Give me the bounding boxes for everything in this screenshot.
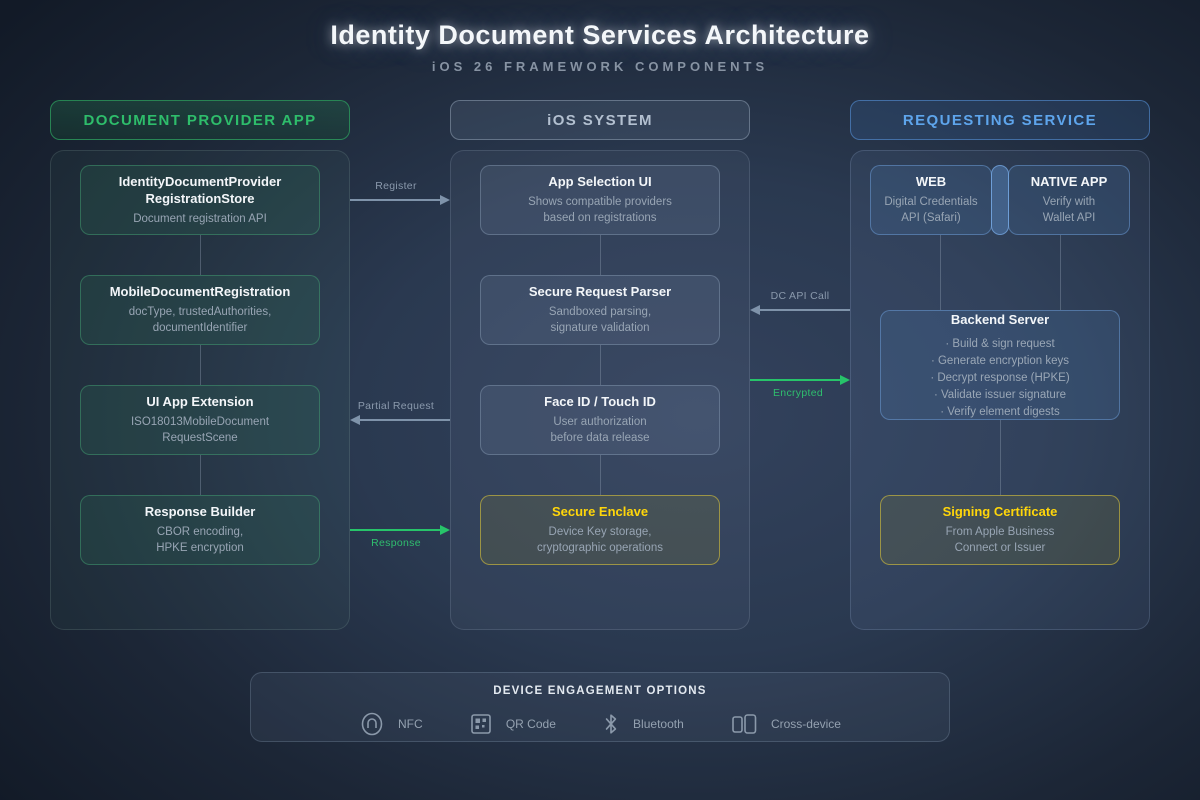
column-header-ios: iOS SYSTEM (450, 100, 750, 140)
connector-line (200, 345, 201, 385)
engagement-item-cross-device: Cross-device (730, 712, 841, 736)
bullet-item: · Generate encryption keys (930, 354, 1070, 367)
node-title: Signing Certificate (942, 504, 1058, 520)
arrow-register (350, 199, 440, 201)
connector-line (200, 455, 201, 495)
node-subtitle: Document registration API (133, 212, 267, 225)
node-web: WEB Digital Credentials API (Safari) (870, 165, 992, 235)
arrow-head-left-icon (350, 415, 360, 425)
node-title: UI App Extension (146, 394, 254, 410)
connector-line (600, 235, 601, 275)
bullet-item: · Decrypt response (HPKE) (930, 371, 1070, 384)
arrow-partial-request (360, 419, 450, 421)
arrow-head-right-icon (440, 525, 450, 535)
node-signing-certificate: Signing Certificate From Apple Business … (880, 495, 1120, 565)
arrow-dc-api-call (760, 309, 850, 311)
column-header-provider: DOCUMENT PROVIDER APP (50, 100, 350, 140)
bluetooth-icon (602, 713, 620, 735)
arrow-label-dc-api-call: DC API Call (770, 290, 830, 302)
node-mobile-document-registration: MobileDocumentRegistration docType, trus… (80, 275, 320, 345)
arrow-response (350, 529, 440, 531)
node-native-app: NATIVE APP Verify with Wallet API (1008, 165, 1130, 235)
node-subtitle: Verify with Wallet API (1042, 195, 1096, 225)
engagement-label: Cross-device (770, 717, 841, 731)
arrow-label-register: Register (375, 180, 417, 192)
arrow-label-response: Response (371, 537, 421, 549)
nfc-icon (359, 711, 385, 737)
web-native-connector (991, 165, 1009, 235)
qr-code-icon (469, 712, 493, 736)
engagement-label: QR Code (505, 717, 556, 731)
node-subtitle: From Apple Business Connect or Issuer (945, 525, 1055, 555)
connector-line (940, 235, 941, 310)
node-secure-enclave: Secure Enclave Device Key storage, crypt… (480, 495, 720, 565)
connector-line (1060, 235, 1061, 310)
connector-line (200, 235, 201, 275)
bullet-item: · Verify element digests (940, 405, 1060, 418)
engagement-title: DEVICE ENGAGEMENT OPTIONS (493, 685, 707, 697)
engagement-label: NFC (398, 717, 423, 731)
engagement-item-bluetooth: Bluetooth (602, 713, 684, 735)
arrow-label-partial-request: Partial Request (357, 400, 435, 412)
node-subtitle: CBOR encoding, HPKE encryption (156, 525, 244, 555)
bullet-item: · Build & sign request (945, 337, 1055, 350)
arrow-head-right-icon (440, 195, 450, 205)
engagement-item-qr: QR Code (469, 712, 556, 736)
engagement-item-nfc: NFC (359, 711, 423, 737)
column-header-requesting: REQUESTING SERVICE (850, 100, 1150, 140)
node-face-id-touch-id: Face ID / Touch ID User authorization be… (480, 385, 720, 455)
node-subtitle: ISO18013MobileDocument RequestScene (130, 415, 270, 445)
arrow-head-right-icon (840, 375, 850, 385)
node-subtitle: Digital Credentials API (Safari) (884, 195, 978, 225)
node-title: IdentityDocumentProvider RegistrationSto… (118, 173, 282, 207)
node-title: Response Builder (144, 504, 256, 520)
engagement-label: Bluetooth (633, 717, 684, 731)
page-title: Identity Document Services Architecture (330, 20, 870, 50)
backend-bullet-list: · Build & sign request · Generate encryp… (930, 334, 1069, 419)
device-engagement-panel: DEVICE ENGAGEMENT OPTIONS NFC (250, 672, 950, 742)
node-response-builder: Response Builder CBOR encoding, HPKE enc… (80, 495, 320, 565)
connector-line (1000, 420, 1001, 495)
node-title: MobileDocumentRegistration (109, 284, 291, 300)
node-subtitle: User authorization before data release (550, 415, 650, 445)
node-secure-request-parser: Secure Request Parser Sandboxed parsing,… (480, 275, 720, 345)
node-subtitle: docType, trustedAuthorities, documentIde… (128, 305, 272, 335)
arrow-head-left-icon (750, 305, 760, 315)
node-title: Backend Server (950, 312, 1050, 328)
connector-line (600, 345, 601, 385)
bullet-item: · Validate issuer signature (933, 388, 1067, 401)
connector-line (600, 455, 601, 495)
node-title: WEB (915, 174, 947, 190)
node-ui-app-extension: UI App Extension ISO18013MobileDocument … (80, 385, 320, 455)
node-subtitle: Shows compatible providers based on regi… (528, 195, 672, 225)
panel-ios (450, 150, 750, 630)
node-app-selection-ui: App Selection UI Shows compatible provid… (480, 165, 720, 235)
node-title: Secure Request Parser (528, 284, 672, 300)
cross-device-icon (730, 712, 758, 736)
node-backend-server: Backend Server · Build & sign request · … (880, 310, 1120, 420)
node-title: App Selection UI (548, 174, 652, 190)
node-registration-store: IdentityDocumentProvider RegistrationSto… (80, 165, 320, 235)
node-subtitle: Sandboxed parsing, signature validation (548, 305, 652, 335)
panel-provider (50, 150, 350, 630)
arrow-encrypted (750, 379, 840, 381)
node-subtitle: Device Key storage, cryptographic operat… (537, 525, 663, 555)
node-title: NATIVE APP (1030, 174, 1108, 190)
node-title: Face ID / Touch ID (544, 394, 656, 410)
page-subtitle: iOS 26 FRAMEWORK COMPONENTS (431, 59, 769, 74)
arrow-label-encrypted: Encrypted (773, 387, 823, 399)
engagement-items: NFC QR Code (251, 707, 949, 741)
node-title: Secure Enclave (551, 504, 649, 520)
